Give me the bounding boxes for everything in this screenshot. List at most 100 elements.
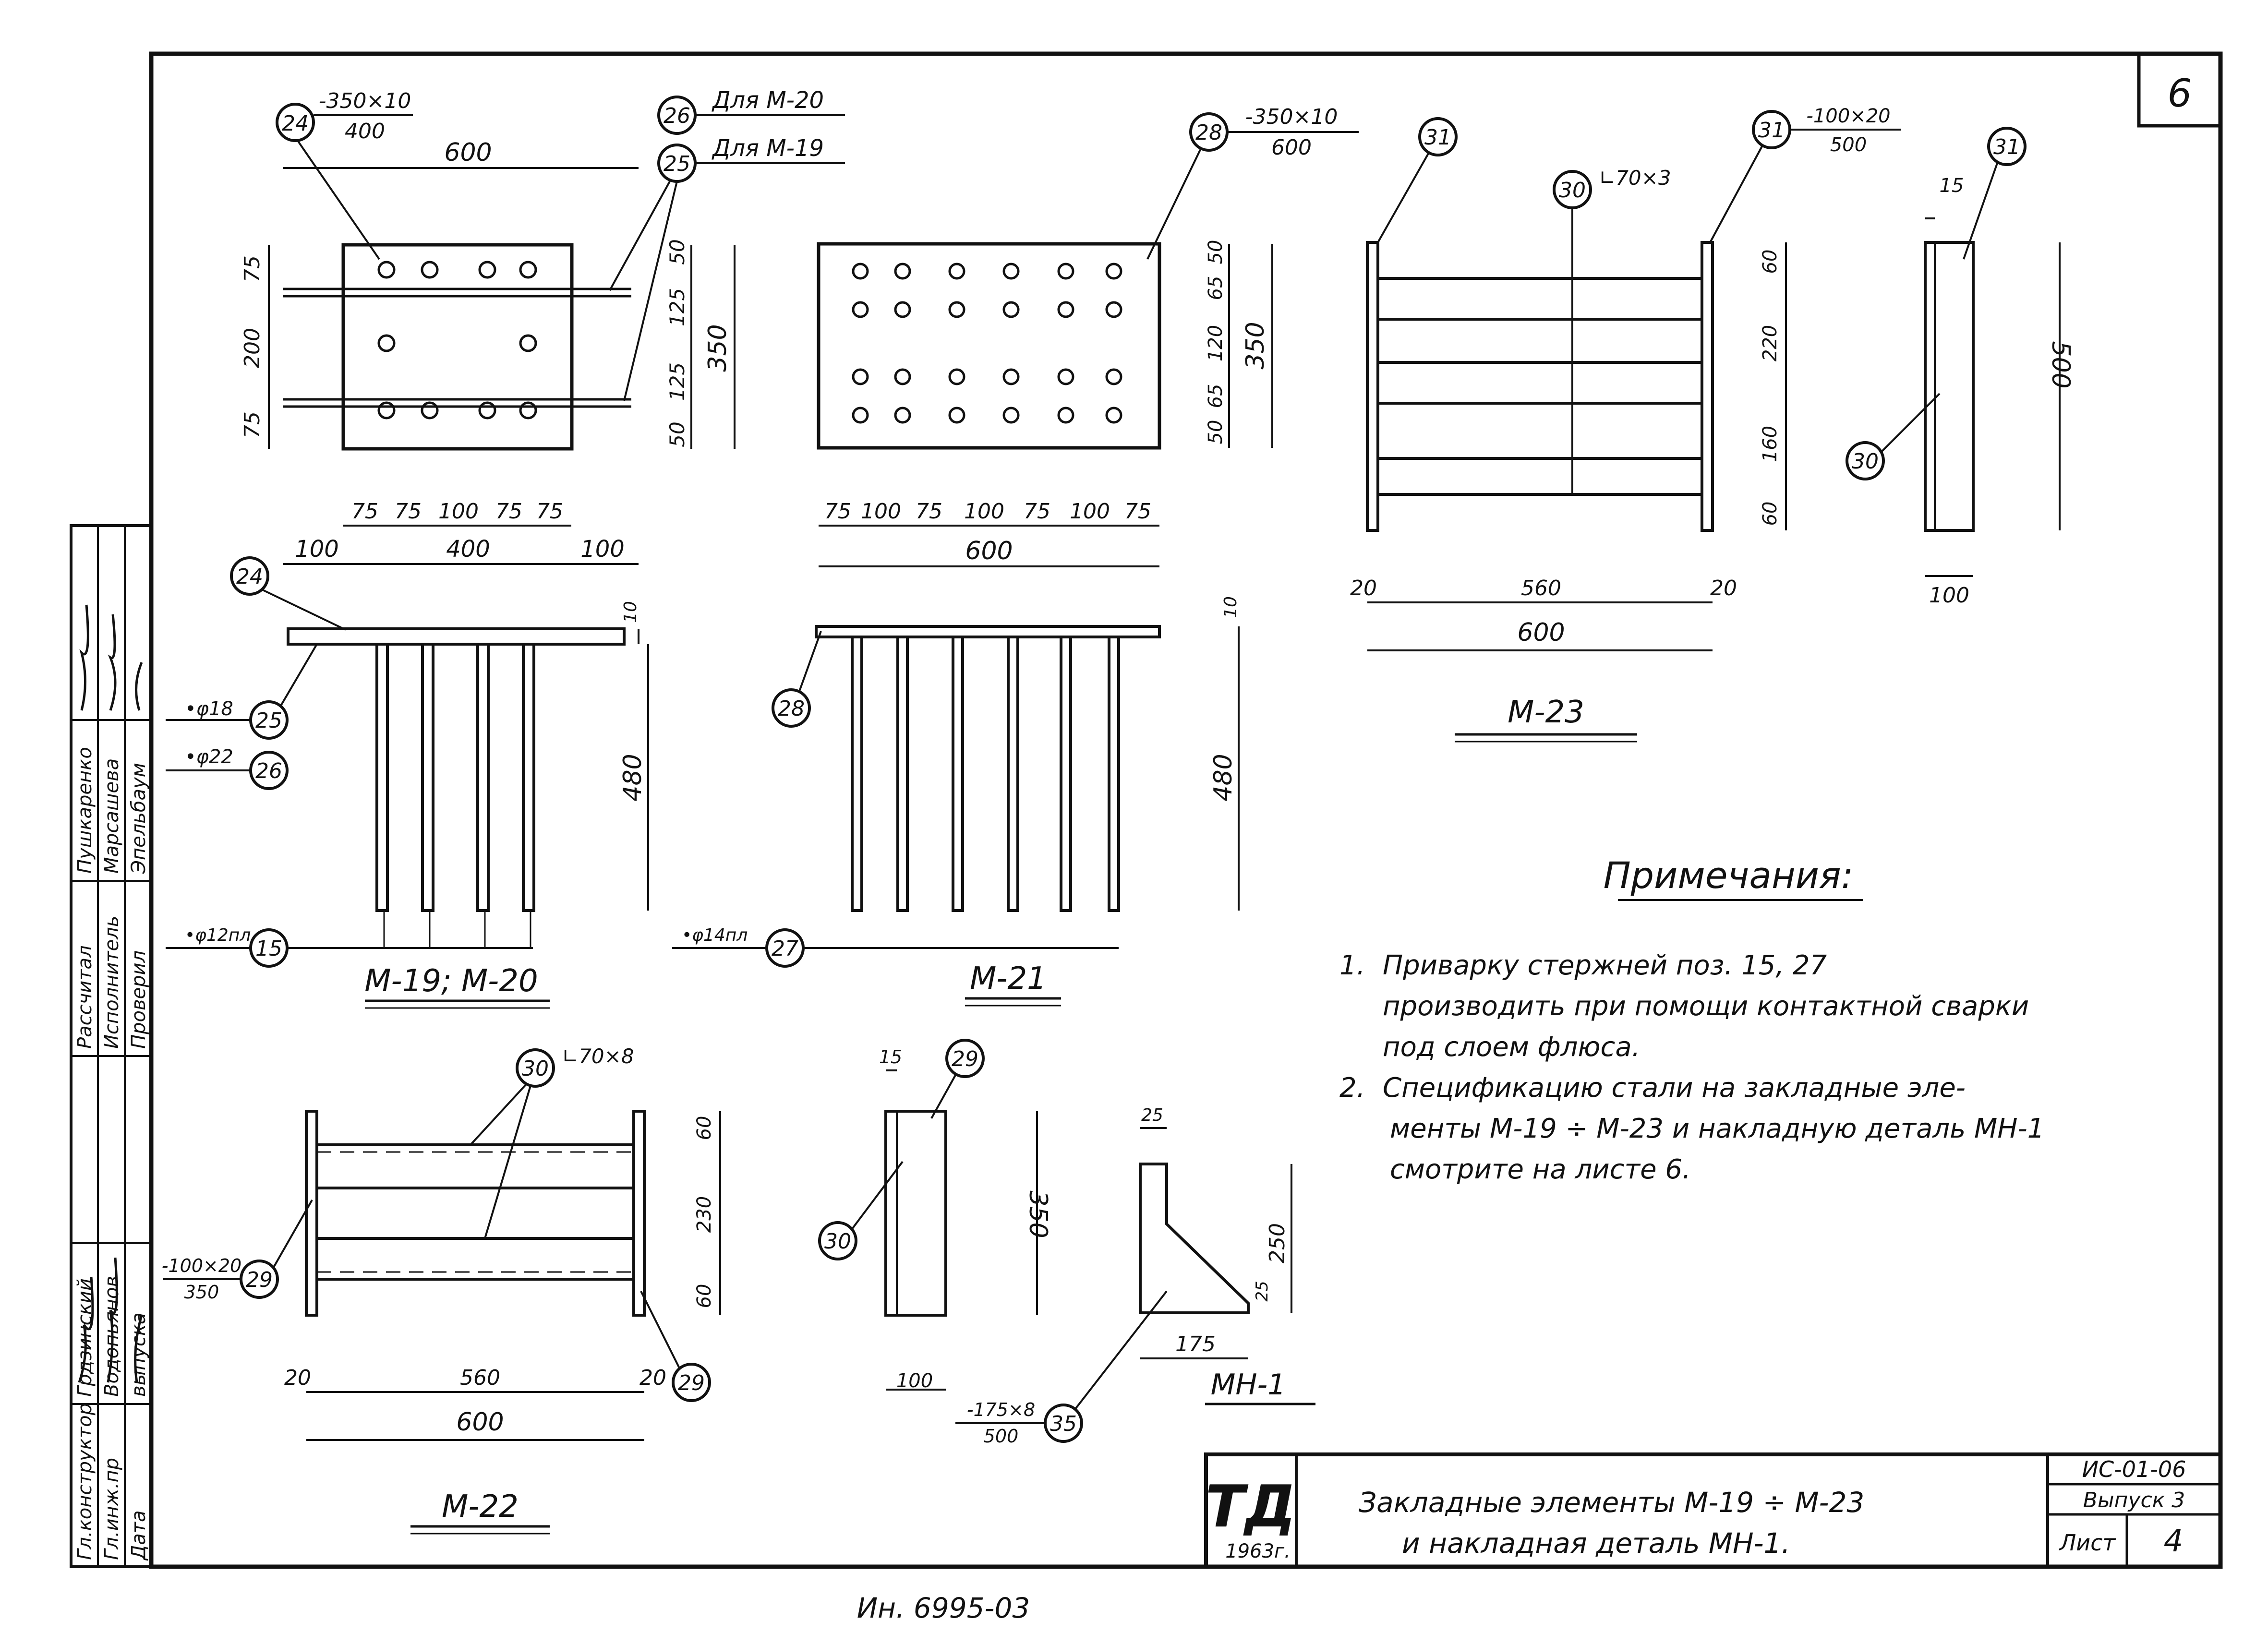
dim-m23-right-2: 220	[1759, 325, 1781, 361]
dim-m21-seg-7: 75	[1124, 499, 1151, 524]
dim-m19-left-3: 75	[240, 411, 265, 438]
callout-side-28: 28	[778, 696, 805, 721]
dim-m19-seg-4: 75	[495, 499, 522, 524]
drawing-title-line-1: Закладные элементы М-19 ÷ М-23	[1359, 1486, 1864, 1519]
dim-m23-right-3: 160	[1759, 426, 1781, 462]
sheet-label: Лист	[2059, 1530, 2116, 1556]
note-1-line-3: под слоем флюса.	[1383, 1032, 1640, 1063]
drawing-title-line-2: и накладная деталь МН-1.	[1402, 1527, 1790, 1560]
dim-m21-right-total: 350	[1241, 322, 1270, 369]
dim-mn1-bottom: 175	[1175, 1332, 1216, 1356]
callout-m22s-29: 29	[952, 1047, 978, 1071]
callout-m23-31-right: 31	[1758, 118, 1785, 143]
dim-m19-right-1: 50	[665, 239, 689, 264]
dim-m21-seg-1: 75	[824, 499, 851, 524]
callout-m22-29-spec-top: -100×20	[162, 1255, 241, 1276]
dim-m19-right-3: 125	[665, 362, 689, 401]
title-mn1: МН-1	[1211, 1368, 1286, 1402]
dim-m23-total: 600	[1517, 618, 1565, 647]
note-2-number: 2.	[1339, 1072, 1365, 1104]
title-m23: М-23	[1508, 695, 1584, 730]
callout-26-note: Для М-20	[712, 87, 824, 114]
inventory-number: Ин. 6995-03	[857, 1592, 1030, 1624]
callout-24-spec-top: -350×10	[319, 89, 411, 113]
callout-m23-30-spec: ∟70×3	[1599, 166, 1671, 190]
callout-m23-30: 30	[1559, 178, 1586, 203]
dim-m21-total: 600	[965, 537, 1013, 565]
callout-pos-26: 26	[664, 104, 690, 128]
signature-scribble	[78, 604, 143, 1383]
callout-mn1-spec-bottom: 500	[984, 1426, 1019, 1447]
dim-m19-outer-left: 100	[295, 536, 339, 563]
dim-mn1-corner: 25	[1253, 1281, 1272, 1301]
dim-m23-bottom-left: 20	[1350, 576, 1377, 600]
dim-m21-seg-5: 75	[1024, 499, 1050, 524]
title-block: ТД 1963г. Закладные элементы М-19 ÷ М-23…	[1204, 1452, 2222, 1569]
note-2-line-2: менты М-19 ÷ М-23 и накладную деталь МН-…	[1390, 1113, 2044, 1144]
role-checked: Проверил	[128, 950, 150, 1049]
role-calculated: Рассчитал	[74, 945, 96, 1049]
dim-m21-seg-4: 100	[964, 499, 1004, 524]
callout-m22-29-right: 29	[678, 1371, 705, 1395]
callout-m23-31-left: 31	[1424, 125, 1451, 150]
callout-side-26-spec: •φ22	[185, 746, 233, 768]
callout-side-24: 24	[236, 564, 263, 589]
dim-m19-side-height: 480	[618, 754, 647, 801]
view-m19-plan: 600 75 75 100 75 75 100 400 100 75 200 7…	[240, 87, 845, 565]
dim-m19-outer-right: 100	[580, 536, 625, 563]
dim-m21-right-1: 50	[1205, 240, 1227, 264]
dim-m21-seg-2: 100	[861, 499, 901, 524]
callout-pos-24: 24	[282, 111, 309, 136]
dim-m21-side-height: 480	[1209, 754, 1238, 801]
dim-mn1-top: 25	[1141, 1105, 1163, 1125]
title-m21: М-21	[970, 961, 1047, 996]
dim-m19-side-thickness: 10	[621, 601, 640, 623]
title-m22: М-22	[442, 1489, 519, 1524]
dim-m23-bottom-mid: 560	[1521, 576, 1561, 600]
callout-pos-28: 28	[1195, 120, 1222, 145]
dim-m23-right-1: 60	[1759, 250, 1781, 274]
view-m21-plan: 75 100 75 100 75 100 75 600 50 65 120 65…	[817, 105, 1359, 567]
dim-m21-right-4: 65	[1205, 384, 1227, 408]
dim-m22-bottom-right: 20	[639, 1366, 666, 1390]
role-date: Дата	[128, 1510, 150, 1561]
view-m21-side: 10 480 28 27 •φ14пл М-21	[672, 596, 1241, 1007]
callout-25-note: Для М-19	[712, 135, 824, 162]
dim-m19-seg-3: 100	[438, 499, 479, 524]
callout-side-25: 25	[255, 708, 282, 733]
role-executor: Исполнитель	[101, 916, 123, 1049]
callout-side-15: 15	[255, 936, 282, 961]
dim-m19-right-total: 350	[703, 324, 732, 372]
callout-mn1-spec-top: -175×8	[967, 1399, 1035, 1420]
dim-m23-bottom-right: 20	[1710, 576, 1737, 600]
view-mn1: 25 250 25 175 35 -175×8 500 МН-1	[955, 1105, 1315, 1447]
issue-number: Выпуск 3	[2083, 1488, 2185, 1512]
callout-m22-30: 30	[522, 1056, 549, 1081]
view-m22: 60 230 60 20 560 20 600 30 ∟70×8 29 -100…	[162, 1044, 721, 1535]
name-calculated: Пушкаренко	[74, 747, 96, 874]
note-1-number: 1.	[1339, 950, 1365, 981]
callout-m22s-30: 30	[824, 1229, 851, 1254]
callout-side-15-spec: •φ12пл	[185, 925, 251, 945]
dim-m19-top: 600	[444, 138, 492, 167]
callout-m22-30-spec: ∟70×8	[562, 1044, 634, 1068]
dim-m19-seg-2: 75	[395, 499, 422, 524]
title-m19-m20: М-19; М-20	[364, 963, 538, 999]
callout-side-26: 26	[255, 759, 282, 783]
callout-side-25-spec: •φ18	[185, 698, 233, 720]
callout-24-spec-bottom: 400	[345, 119, 385, 144]
notes-heading: Примечания:	[1604, 854, 1854, 897]
note-2-line-1: Спецификацию стали на закладные эле-	[1383, 1072, 1966, 1104]
title-year: 1963г.	[1225, 1540, 1291, 1562]
dim-m21-side-thickness: 10	[1221, 596, 1241, 618]
dim-m22-side-right: 350	[1024, 1190, 1052, 1238]
dim-m22-right-1: 60	[693, 1116, 715, 1140]
dim-m22-side-bottom: 100	[896, 1370, 933, 1392]
callout-m23-31-spec-bottom: 500	[1830, 134, 1867, 156]
dim-m22-right-3: 60	[693, 1284, 715, 1308]
sheet-number: 4	[2164, 1524, 2184, 1559]
dim-m19-outer-mid: 400	[446, 536, 490, 563]
name-checked: Эпельбаум	[128, 763, 150, 874]
callout-m22-29-spec-bottom: 350	[184, 1282, 219, 1303]
dim-m21-right-3: 120	[1205, 325, 1227, 361]
